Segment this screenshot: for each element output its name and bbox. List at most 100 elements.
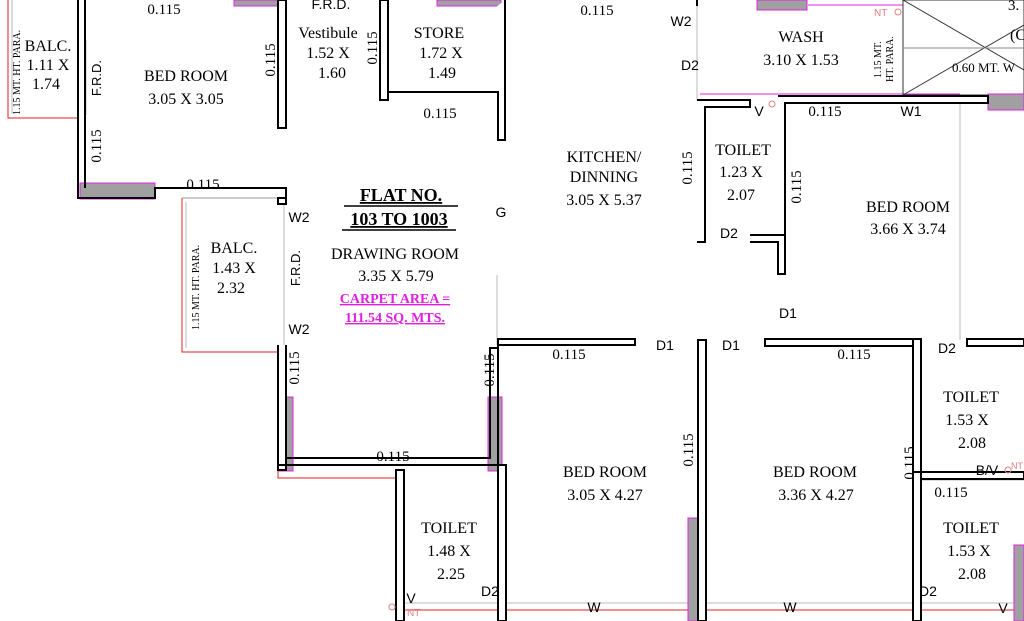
toilet-r2-dim1: 1.53 X bbox=[947, 543, 991, 560]
nt-circle-top bbox=[894, 8, 902, 16]
bed-bl-name: BED ROOM bbox=[563, 464, 647, 481]
drawing-name: DRAWING ROOM bbox=[331, 246, 459, 263]
drawing-dims: 3.35 X 5.79 bbox=[358, 268, 434, 285]
vestibule-name: Vestibule bbox=[298, 25, 358, 42]
nt-bl: NT bbox=[407, 608, 420, 619]
para-left: 1.15 MT. HT. PARA. bbox=[12, 30, 23, 115]
window-w-bl: W bbox=[587, 599, 601, 615]
toilet-top-name: TOILET bbox=[715, 142, 771, 159]
column-mid-1 bbox=[79, 182, 156, 200]
thin-lines bbox=[11, 0, 1024, 604]
door-d2-toilet-top: D2 bbox=[720, 225, 738, 241]
carpet-line2: 111.54 SQ. MTS. bbox=[345, 311, 445, 326]
bed-bm-name: BED ROOM bbox=[773, 464, 857, 481]
bed-bm-dims: 3.36 X 4.27 bbox=[778, 487, 854, 504]
dim-toilet-right: 0.115 bbox=[789, 170, 805, 203]
balc-mid-dim2: 2.32 bbox=[217, 280, 245, 297]
store-dim1: 1.72 X bbox=[419, 45, 463, 62]
toilet-r1-name: TOILET bbox=[943, 389, 999, 406]
wall-drawing-bottom bbox=[278, 338, 636, 466]
edge-3: 3. bbox=[1008, 0, 1019, 14]
label-g: G bbox=[496, 204, 507, 220]
carpet-line1: CARPET AREA = bbox=[340, 292, 450, 307]
kitchen-name2: DINNING bbox=[570, 169, 639, 186]
toilet-r2-dim2: 2.08 bbox=[958, 566, 986, 583]
door-d2-bl: D2 bbox=[481, 583, 499, 599]
dim-bed-partition: 0.115 bbox=[681, 433, 697, 466]
wall-toilet-r2-left bbox=[912, 471, 922, 621]
balc-left-outline bbox=[7, 0, 78, 119]
symbols bbox=[388, 8, 1012, 611]
wall-bed-bm-top bbox=[764, 338, 921, 347]
door-d2-r1: D2 bbox=[938, 340, 956, 356]
vent-circle-bottom bbox=[388, 603, 396, 611]
balc-mid-dim1: 1.43 X bbox=[212, 260, 256, 277]
toilet-r2-name: TOILET bbox=[943, 520, 999, 537]
dim-balc-left: 0.115 bbox=[89, 129, 105, 162]
window-w2-2: W2 bbox=[289, 321, 310, 337]
shaft-diag-1 bbox=[902, 0, 1024, 71]
bed-tl-dims: 3.05 X 3.05 bbox=[148, 91, 224, 108]
dim-toilet-r-left: 0.115 bbox=[902, 446, 918, 479]
dim-vest-left: 0.115 bbox=[263, 43, 279, 76]
dim-top-1: 0.115 bbox=[147, 2, 180, 18]
wall-toilet-top-bottom bbox=[750, 234, 786, 275]
toilet-bl-name: TOILET bbox=[421, 520, 477, 537]
frd-mid: F.R.D. bbox=[288, 250, 303, 286]
balc-left-dim1: 1.11 X bbox=[27, 57, 70, 74]
wall-toilet-bl-left bbox=[395, 469, 405, 621]
wall-store-left bbox=[379, 0, 389, 101]
bed-right-name: BED ROOM bbox=[866, 199, 950, 216]
dim-store-bottom: 0.115 bbox=[423, 106, 456, 122]
nt-right: NT bbox=[1011, 461, 1023, 471]
window-w1: W1 bbox=[901, 103, 922, 119]
vent-circle-top bbox=[768, 100, 776, 108]
dim-toilet-r-mid: 0.115 bbox=[934, 485, 967, 501]
nt-top: NT bbox=[874, 8, 887, 19]
column-top-2 bbox=[436, 0, 502, 7]
wall-store-bottom bbox=[388, 0, 506, 141]
column-right-2 bbox=[1013, 544, 1024, 621]
wash-name: WASH bbox=[778, 29, 824, 46]
kitchen-dims: 3.05 X 5.37 bbox=[566, 192, 642, 209]
dim-drawing-left: 0.115 bbox=[287, 351, 303, 384]
vent-v-right: V bbox=[998, 600, 1008, 616]
wall-toilet-top-right bbox=[778, 95, 989, 236]
balc-left-name: BALC. bbox=[25, 38, 72, 55]
flat-title-2: 103 TO 1003 bbox=[350, 209, 447, 229]
column-top-3 bbox=[756, 0, 808, 11]
toilet-top-dim2: 2.07 bbox=[727, 187, 755, 204]
door-d1-mid: D1 bbox=[779, 305, 797, 321]
wash-dims: 3.10 X 1.53 bbox=[763, 52, 839, 69]
dim-bed-bm-top: 0.115 bbox=[837, 347, 870, 363]
balc-left-dim2: 1.74 bbox=[32, 76, 60, 93]
store-name: STORE bbox=[414, 25, 464, 42]
window-w-bm: W bbox=[783, 599, 797, 615]
door-d1-bl: D1 bbox=[656, 337, 674, 353]
bv-label: B/V bbox=[976, 462, 999, 478]
column-right-1 bbox=[987, 93, 1024, 111]
toilet-bl-dim2: 2.25 bbox=[437, 566, 465, 583]
para-wash-1: 1.15 MT. bbox=[873, 41, 884, 78]
dim-bed-bl-top: 0.115 bbox=[552, 347, 585, 363]
window-w2-wash: W2 bbox=[671, 13, 692, 29]
door-d2-wash: D2 bbox=[681, 57, 699, 73]
para-mid: 1.15 MT. HT. PARA. bbox=[191, 245, 202, 330]
vent-v-bl: V bbox=[406, 590, 416, 606]
store-dim2: 1.49 bbox=[428, 65, 456, 82]
vestibule-dim1: 1.52 X bbox=[306, 45, 350, 62]
bed-right-dims: 3.66 X 3.74 bbox=[870, 221, 946, 238]
toilet-bl-outline bbox=[277, 470, 397, 621]
window-w2-1: W2 bbox=[289, 209, 310, 225]
wall-bed-bl-left bbox=[497, 464, 507, 621]
wall-toilet-top-left bbox=[697, 99, 751, 243]
column-top-1 bbox=[233, 0, 285, 7]
balc-mid-outline bbox=[181, 198, 280, 353]
vestibule-dim2: 1.60 bbox=[318, 65, 346, 82]
flat-title-1: FLAT NO. bbox=[360, 185, 442, 205]
wall-toilet-r-top bbox=[966, 338, 1024, 347]
dim-drawing-bottom: 0.115 bbox=[376, 449, 409, 465]
walls bbox=[77, 0, 1024, 621]
wall-bed-partition bbox=[697, 339, 707, 621]
